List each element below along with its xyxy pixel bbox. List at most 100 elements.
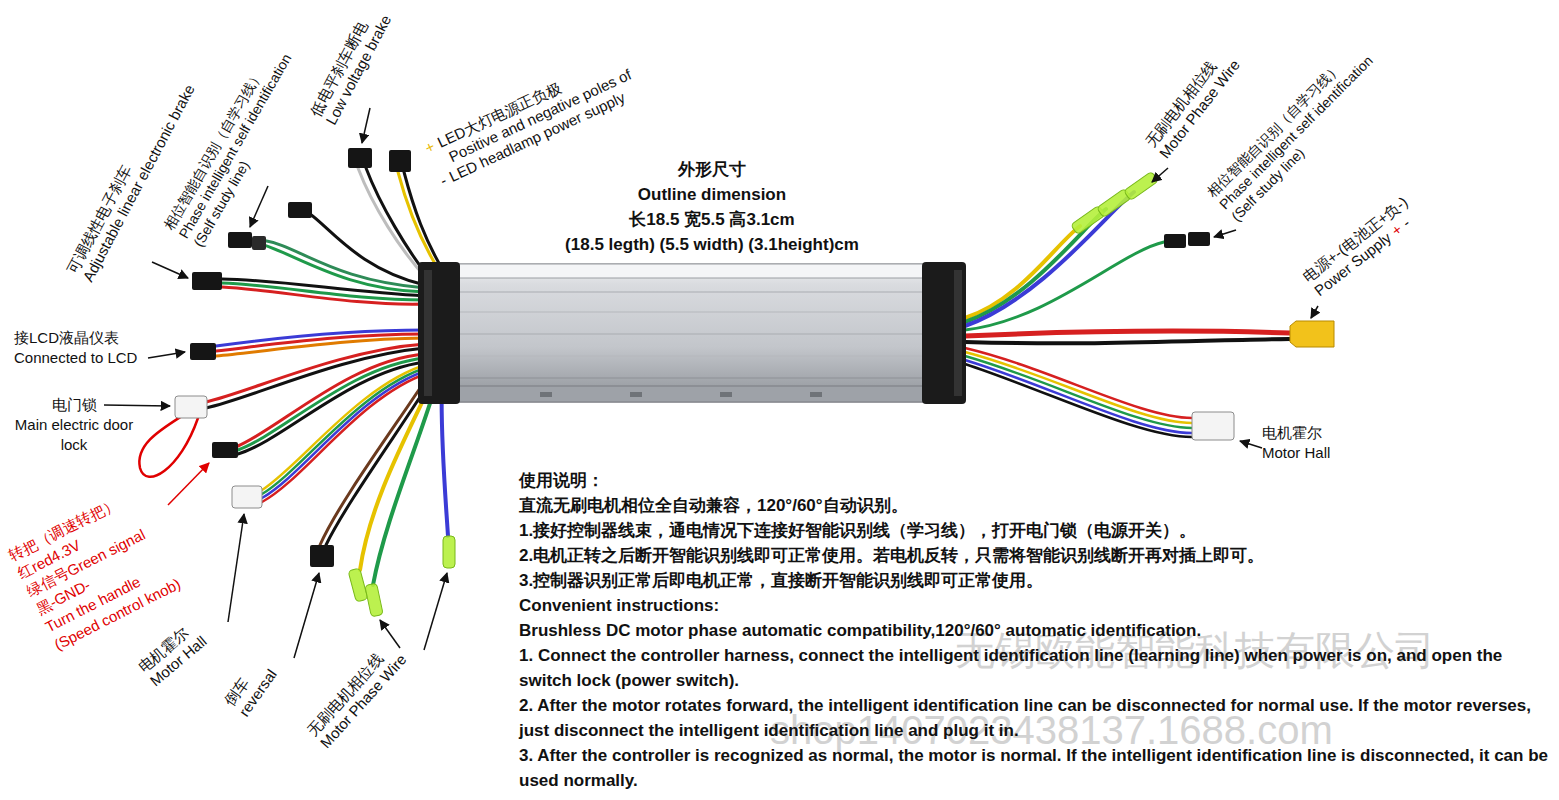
controller-housing-part [448, 264, 930, 402]
text-line: 电门锁 [14, 395, 134, 415]
label-text: 2. After the motor rotates forward, the … [519, 696, 1531, 740]
label-text: 1.接好控制器线束，通电情况下连接好智能识别线（学习线），打开电门锁（电源开关）… [519, 521, 1196, 540]
text-line: Convenient instructions: [519, 593, 1551, 618]
label-text: 2.电机正转之后断开智能识别线即可正常使用。若电机反转，只需将智能识别线断开再对… [519, 546, 1264, 565]
label-text: Connected to LCD [14, 349, 137, 366]
label-text: Main electric door lock [15, 416, 133, 453]
left-connectors-part [212, 442, 238, 458]
low-voltage-brake-label-block: 低电平刹车断电Low voltage brake [306, 4, 395, 128]
right-wires-part [965, 364, 1192, 437]
leader-arrows-part [424, 573, 447, 650]
right-connectors-part [1188, 232, 1210, 246]
lcd-label: 接LCD液晶仪表 Connected to LCD [14, 328, 179, 368]
text-line: 3. After the controller is recognized as… [519, 743, 1551, 793]
left-wires-part [320, 370, 432, 545]
label-text: (18.5 legth) (5.5 width) (3.1height)cm [565, 235, 859, 254]
phase-wire-label-block: 无刷电机相位线Motor Phase Wire [1142, 45, 1244, 162]
controller-housing-part [630, 392, 642, 397]
leader-arrows-part [168, 463, 209, 505]
controller-housing [418, 262, 966, 404]
left-connectors [175, 148, 455, 617]
leader-arrows [104, 108, 1318, 658]
label-text: - [437, 172, 449, 190]
controller-housing-part [448, 292, 930, 293]
left-connectors-part [252, 236, 266, 250]
label-text: 电机霍尔 [1262, 424, 1322, 441]
right-wires-part [965, 356, 1192, 428]
left-wires-part [404, 172, 444, 272]
right-wires-part [965, 352, 1192, 423]
right-wires-part [965, 339, 1290, 343]
controller-housing-part [810, 392, 822, 397]
controller-housing-part [448, 356, 930, 357]
reversal-label-block: 倒车reversal [221, 656, 281, 720]
text-line: 1. Connect the controller harness, conne… [519, 643, 1551, 693]
label-text: Phase intelligent self identification [1216, 52, 1376, 212]
text-line: 外形尺寸 [502, 157, 922, 182]
right-connectors-part [1290, 321, 1334, 347]
label-text: 接LCD液晶仪表 [14, 329, 119, 346]
controller-housing-part [448, 334, 930, 335]
label-text: 长18.5 宽5.5 高3.1cm [629, 210, 794, 229]
text-line: 直流无刷电机相位全自动兼容，120°/60°自动识别。 [519, 493, 1551, 518]
label-text: Brushless DC motor phase automatic compa… [519, 621, 1201, 640]
door-lock-label: 电门锁Main electric door lock [14, 395, 134, 455]
text-line: 2.电机正转之后断开智能识别线即可正常使用。若电机反转，只需将智能识别线断开再对… [519, 543, 1551, 568]
left-connectors-part [190, 343, 216, 360]
label-text: 3. After the controller is recognized as… [519, 746, 1548, 790]
instructions-text: 使用说明： 直流无刷电机相位全自动兼容，120°/60°自动识别。 1.接好控制器线… [519, 468, 1551, 793]
label-text: 外形尺寸 [678, 160, 746, 179]
label-text: 1. Connect the controller harness, conne… [519, 646, 1502, 690]
text-line: Positive and negative poles of [430, 66, 635, 174]
text-line: Phase intelligent self identification [1216, 52, 1377, 213]
text-line: 3.控制器识别正常后即电机正常，直接断开智能识别线即可正常使用。 [519, 568, 1551, 593]
text-line: Phase intelligent self identification [176, 51, 296, 241]
label-text: Phase intelligent self identification [176, 51, 295, 241]
left-wires-part [139, 416, 198, 477]
left-connectors-part [348, 148, 372, 168]
text-line: 使用说明： [519, 468, 1551, 493]
controller-housing-part [448, 264, 930, 278]
leader-arrows-part [380, 620, 400, 648]
text-line: Brushless DC motor phase automatic compa… [519, 618, 1551, 643]
controller-housing-part [448, 378, 930, 379]
label-text: Motor Hall [1262, 444, 1330, 461]
motor-hall-label: 电机霍尔 Motor Hall [1262, 423, 1392, 463]
leader-arrows-part [152, 262, 188, 278]
left-wires-part [373, 378, 438, 585]
right-wires-part [965, 331, 1290, 336]
dimension-label: 外形尺寸Outline dimension长18.5 宽5.5 高3.1cm(1… [502, 157, 922, 257]
text-line: (18.5 legth) (5.5 width) (3.1height)cm [502, 232, 922, 257]
label-text: 直流无刷电机相位全自动兼容，120°/60°自动识别。 [519, 496, 908, 515]
right-connectors [1071, 171, 1334, 440]
self-study-label-block: 相位智能自识别（自学习线）Phase intelligent self iden… [161, 43, 310, 250]
leader-arrows-part [1152, 168, 1168, 182]
controller-housing-part [448, 386, 930, 402]
left-connectors-part [232, 486, 262, 508]
right-connectors-part [1124, 171, 1159, 200]
text-line: Main electric door lock [14, 415, 134, 455]
controller-housing-part [954, 270, 962, 396]
text-line: 1.接好控制器线束，通电情况下连接好智能识别线（学习线），打开电门锁（电源开关）… [519, 518, 1551, 543]
leader-arrows-part [1240, 441, 1262, 448]
text-line: Connected to LCD [14, 348, 179, 368]
brake-label-block: 可调线性电子刹车Adjustable linear electronic bra… [63, 73, 199, 285]
leader-arrows-part [1311, 306, 1318, 318]
controller-housing-part [448, 312, 930, 313]
phase-wire-label-block: 无刷电机相位线Motor Phase Wire [303, 639, 410, 752]
label-text: + [422, 137, 437, 156]
leader-arrows-part [148, 352, 185, 358]
left-connectors-part [443, 536, 455, 568]
controller-housing-part [540, 392, 552, 397]
leader-arrows-part [1214, 230, 1236, 237]
motor-hall-label-block: 电机霍尔Motor Hall [135, 618, 211, 690]
leader-arrows-part [250, 186, 268, 227]
throttle-label-block: 转把（调速转把）红red4.3V绿信号Green signal黑-GND-Tur… [6, 485, 185, 655]
label-text: 3.控制器识别正常后即电机正常，直接断开智能识别线即可正常使用。 [519, 571, 1043, 590]
text-line: 接LCD液晶仪表 [14, 328, 179, 348]
led-power-label-block: +LED大灯电源正负极Positive and negative poles o… [422, 49, 642, 190]
left-connectors-part [288, 202, 312, 218]
text-line: 电机霍尔 [1262, 423, 1392, 443]
left-connectors-part [192, 272, 222, 290]
controller-housing-part [424, 270, 432, 396]
